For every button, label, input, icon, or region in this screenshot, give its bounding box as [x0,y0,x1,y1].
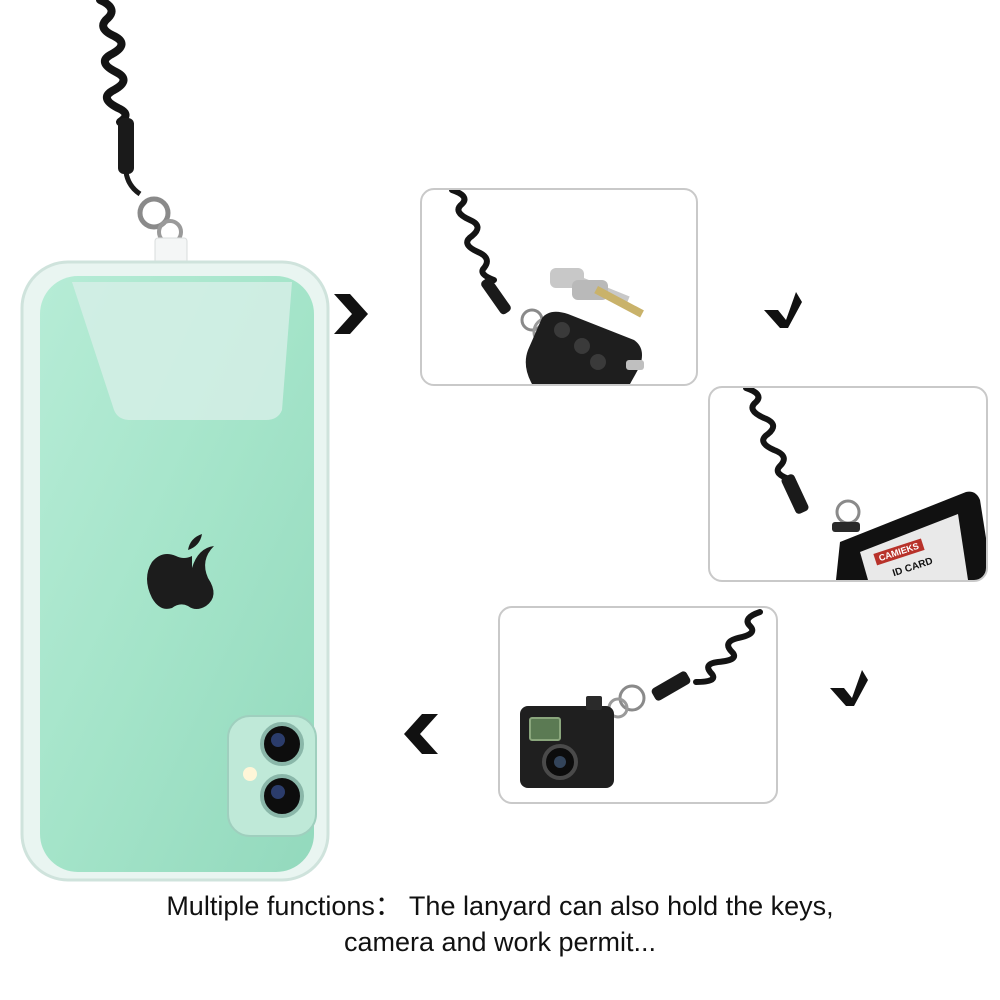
camera-ring [618,684,646,712]
id-card-photo [743,388,986,580]
caption-line-1: Multiple functions： The lanyard can also… [166,891,834,921]
keys-photo [449,190,644,384]
keys-icon [550,268,644,318]
apple-logo-icon [147,534,214,609]
id-card-panel: CAMIEKS ID CARD [708,386,988,582]
keys-panel [420,188,698,386]
camera-flash [243,767,257,781]
badge-ring [835,499,861,525]
action-camera-icon [520,696,614,788]
action-camera-photo [520,609,763,788]
phone-with-lanyard [20,0,330,882]
caption-line-2: camera and work permit... [343,927,657,957]
camera-module [227,715,317,837]
tether-card [72,282,292,420]
camera-panel [498,606,778,804]
arrow-right-icon [334,294,368,334]
split-ring [137,196,171,230]
coiled-cord [96,0,142,197]
arrow-down-left-icon [764,292,802,328]
arrow-left-icon [404,714,438,754]
arrow-down-left-icon [830,670,868,706]
car-key-fob-icon [525,311,644,384]
feature-caption: Multiple functions： The lanyard can also… [0,888,1000,960]
